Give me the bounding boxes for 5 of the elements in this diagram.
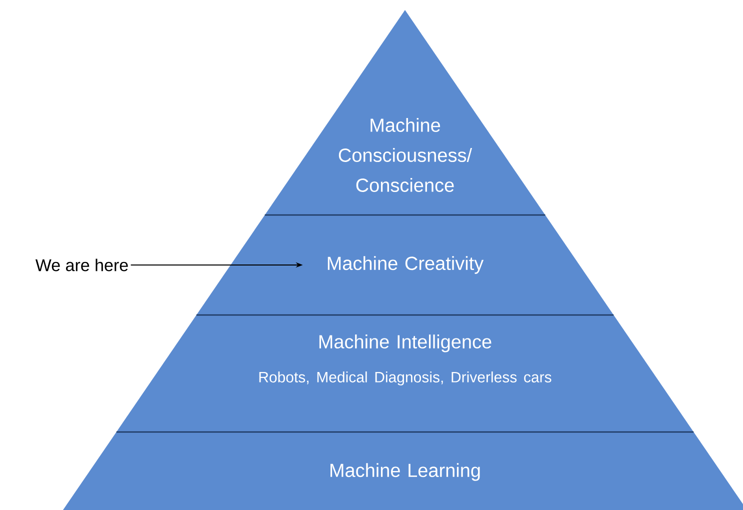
- pyramid-level: Machine Creativity: [196, 214, 614, 315]
- pyramid-level: Machine Consciousness/ Conscience: [264, 10, 546, 215]
- annotation-text: We are here: [35, 258, 128, 272]
- pyramid-level: Machine Learning: [63, 432, 743, 510]
- pyramid-level: Machine Intelligence Robots, Medical Diagnosis, Driverless cars: [116, 314, 694, 432]
